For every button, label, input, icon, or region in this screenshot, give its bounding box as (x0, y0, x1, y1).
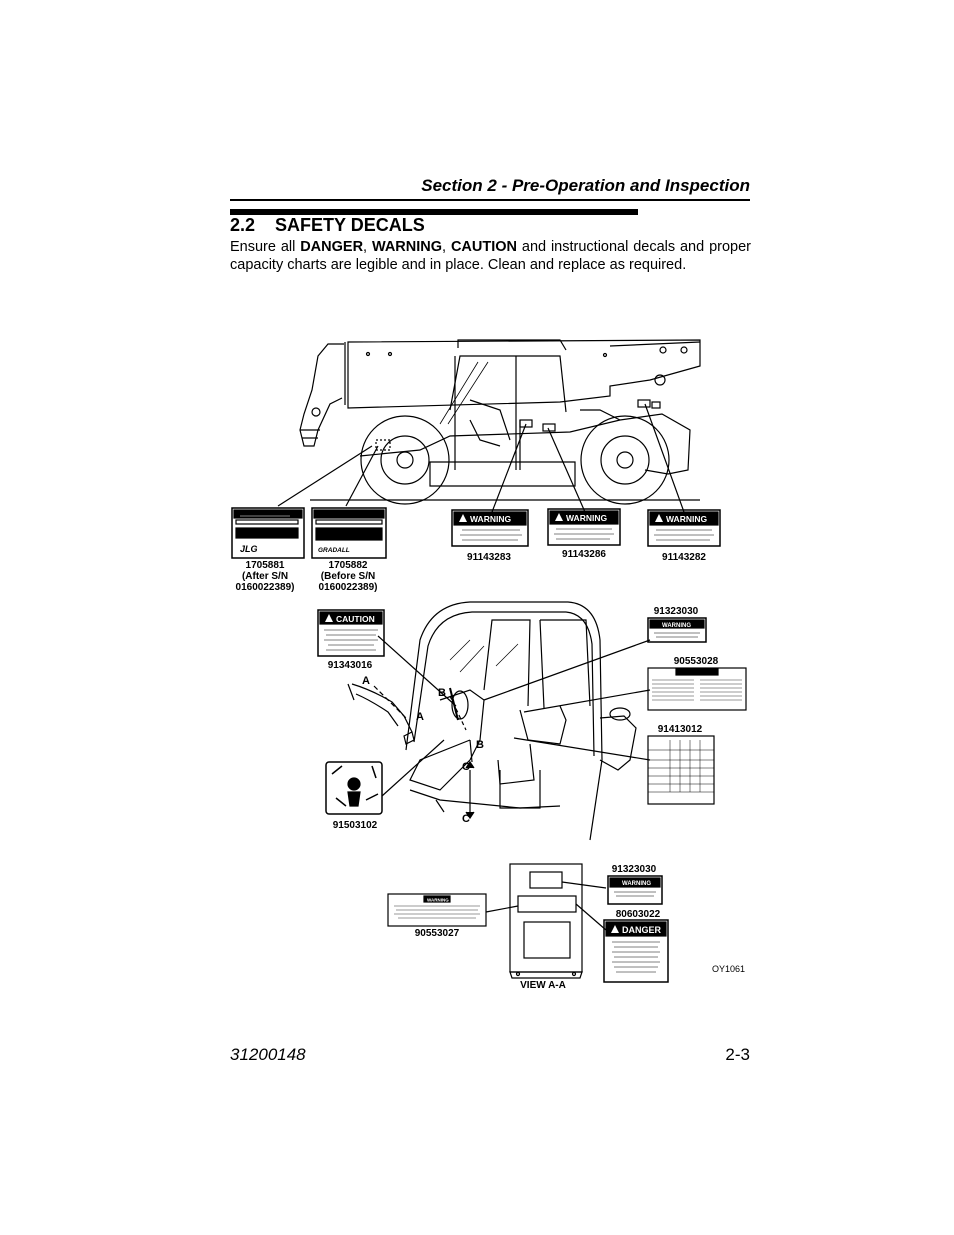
callout-91323030-upper: 91323030 (654, 606, 699, 617)
decal-word-91323030-upper: WARNING (662, 623, 691, 629)
decal-word-91143282: WARNING (666, 514, 707, 524)
intro-paragraph: Ensure all DANGER, WARNING, CAUTION and … (230, 239, 751, 273)
callout-91323030-lower: 91323030 (612, 864, 657, 875)
callout-1705881-line3: 0160022389) (236, 582, 295, 593)
section-header: Section 2 - Pre-Operation and Inspection (421, 176, 750, 195)
section-number: 2.2 (230, 215, 256, 235)
section-letter-b-lower: B (476, 739, 484, 751)
decal-word-91143283: WARNING (470, 514, 511, 524)
callout-80603022: 80603022 (616, 909, 661, 920)
gradall-logo-text: GRADALL (318, 547, 350, 554)
section-bar (230, 209, 638, 215)
section-letter-a-lower: A (416, 711, 424, 723)
jlg-logo-text: JLG (240, 544, 258, 554)
callout-90553027: 90553027 (415, 928, 460, 939)
danger-term: DANGER (300, 239, 364, 255)
decal-91143286 (547, 508, 621, 546)
decal-1705882 (311, 507, 387, 559)
decal-word-91343016: CAUTION (336, 614, 375, 624)
section-title: 2.2 SAFETY DECALS (230, 215, 425, 236)
section-title-text: SAFETY DECALS (275, 215, 425, 235)
decal-1705881 (231, 507, 305, 559)
callout-91343016: 91343016 (328, 660, 373, 671)
decal-80603022 (603, 919, 669, 983)
decal-90553028 (647, 667, 747, 711)
decal-91413012 (647, 735, 715, 805)
section-letter-b-upper: B (438, 687, 446, 699)
section-letter-c-upper: C (462, 761, 470, 773)
callout-91143283: 91143283 (467, 552, 511, 563)
document-number: 31200148 (230, 1045, 306, 1064)
decal-91323030-lower (607, 875, 663, 905)
view-a-a-label: VIEW A-A (520, 980, 566, 991)
view-a-a (485, 863, 607, 979)
cab-interior-view (347, 601, 651, 841)
figure-id: OY1061 (712, 964, 745, 974)
decal-word-91143286: WARNING (566, 513, 607, 523)
callout-1705881-line1: 1705881 (246, 560, 285, 571)
callout-1705882-line1: 1705882 (329, 560, 368, 571)
decal-91323030-upper (647, 617, 707, 643)
callout-91413012: 91413012 (658, 724, 703, 735)
caution-term: CAUTION (450, 239, 518, 255)
callout-91143286: 91143286 (562, 549, 606, 560)
decal-word-90553027: WARNING (427, 898, 449, 903)
decal-91343016 (317, 609, 385, 657)
callout-1705882-line3: 0160022389) (319, 582, 378, 593)
page-number: 2-3 (725, 1045, 750, 1064)
decal-91503102 (325, 761, 383, 815)
decal-word-80603022: DANGER (622, 925, 662, 935)
section-letter-a-upper: A (362, 675, 370, 687)
header-rule (230, 199, 750, 201)
section-letter-c-lower: C (462, 813, 470, 825)
callout-90553028: 90553028 (674, 656, 719, 667)
decal-91143282 (647, 509, 721, 547)
callout-1705881-line2: (After S/N (242, 571, 288, 582)
callout-91143282: 91143282 (662, 552, 706, 563)
decal-91143283 (451, 509, 529, 547)
decal-word-91323030-lower: WARNING (622, 881, 651, 887)
callout-1705882-line2: (Before S/N (321, 571, 375, 582)
callout-91503102: 91503102 (333, 820, 378, 831)
decal-90553027 (387, 893, 487, 927)
warning-term: WARNING (371, 239, 443, 255)
machine-side-view (277, 339, 701, 513)
